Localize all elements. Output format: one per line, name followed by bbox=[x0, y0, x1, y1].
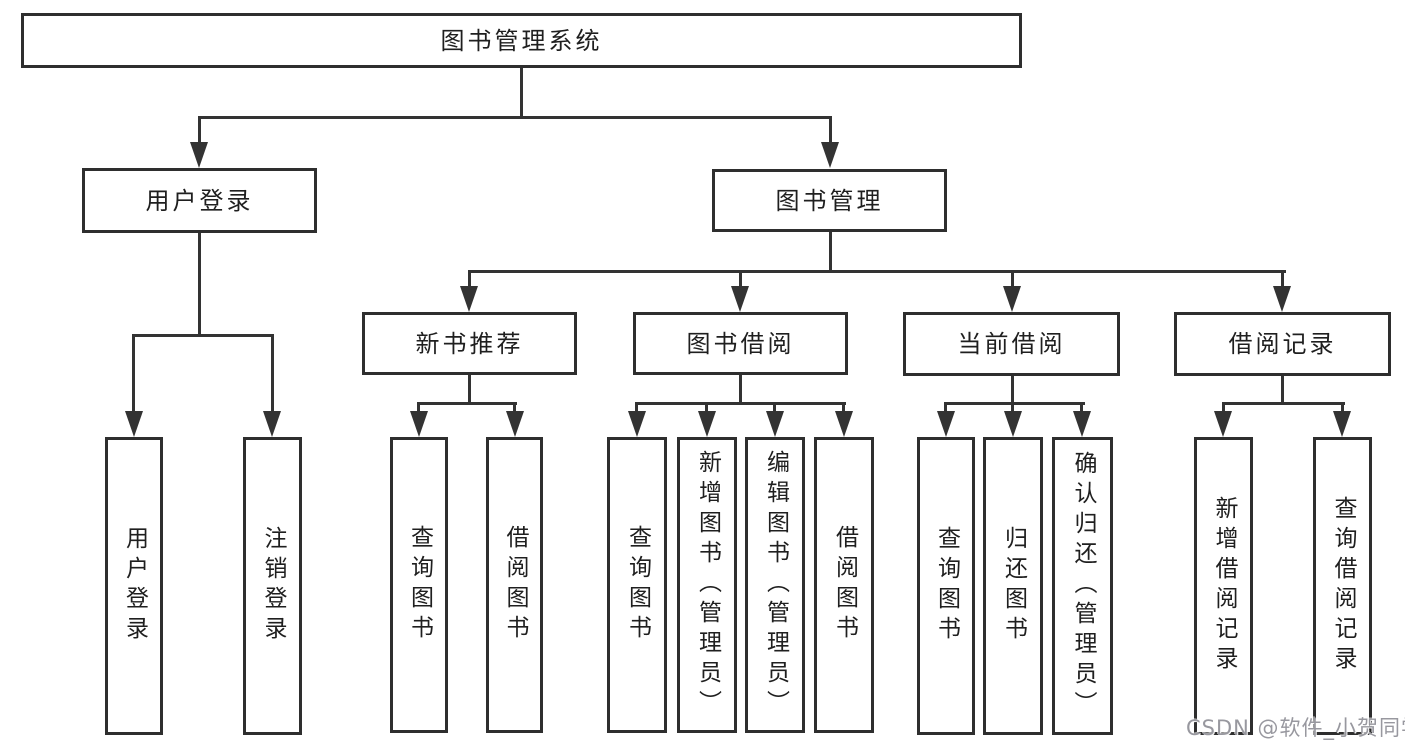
arrowhead-current-borrow bbox=[1003, 286, 1021, 312]
node-book-management: 图书管理 bbox=[712, 169, 947, 232]
connector-newbook-rail bbox=[417, 402, 517, 405]
leaf-query-borrow-record: 查询借阅记录 bbox=[1313, 437, 1372, 735]
connector-arrow-line bbox=[198, 116, 201, 146]
node-new-book-recommend: 新书推荐 bbox=[362, 312, 577, 375]
connector-arrow-line bbox=[705, 402, 708, 413]
connector-borrowrecord-rail bbox=[1222, 402, 1345, 405]
node-root-library-system: 图书管理系统 bbox=[21, 13, 1022, 68]
connector-level2-rail bbox=[198, 116, 832, 119]
connector-arrow-line bbox=[132, 334, 135, 414]
connector-borrowrecord-stub bbox=[1281, 376, 1284, 404]
connector-arrow-line bbox=[1011, 270, 1014, 288]
connector-bookborrow-rail bbox=[635, 402, 846, 405]
connector-arrow-line bbox=[842, 402, 845, 413]
csdn-watermark: CSDN @软件_小贺同学 bbox=[1186, 716, 1405, 740]
arrowhead-book-borrow bbox=[731, 286, 749, 312]
arrowhead-leaf-confirm-return bbox=[1073, 411, 1091, 437]
arrowhead-borrow-records bbox=[1273, 286, 1291, 312]
leaf-borrow-books-recommend: 借阅图书 bbox=[486, 437, 543, 733]
leaf-user-login: 用户登录 bbox=[105, 437, 163, 735]
connector-root-stub bbox=[520, 68, 523, 119]
node-book-borrow: 图书借阅 bbox=[633, 312, 848, 375]
connector-arrow-line bbox=[468, 270, 471, 288]
connector-arrow-line bbox=[513, 402, 516, 413]
connector-bookborrow-stub bbox=[739, 375, 742, 404]
connector-arrow-line bbox=[271, 334, 274, 414]
connector-arrow-line bbox=[1011, 402, 1014, 413]
arrowhead-leaf-return-books bbox=[1004, 411, 1022, 437]
leaf-return-books: 归还图书 bbox=[983, 437, 1043, 735]
node-current-borrow: 当前借阅 bbox=[903, 312, 1120, 376]
connector-arrow-line bbox=[829, 116, 832, 146]
connector-currentborrow-rail bbox=[944, 402, 1085, 405]
leaf-confirm-return-admin: 确认归还（管理员） bbox=[1052, 437, 1113, 735]
leaf-borrow-books: 借阅图书 bbox=[814, 437, 874, 733]
leaf-query-books-borrow: 查询图书 bbox=[607, 437, 667, 733]
connector-arrow-line bbox=[773, 402, 776, 413]
arrowhead-leaf-query-books-2 bbox=[628, 411, 646, 437]
node-borrow-records: 借阅记录 bbox=[1174, 312, 1391, 376]
connector-arrow-line bbox=[635, 402, 638, 413]
connector-arrow-line bbox=[1080, 402, 1083, 413]
arrowhead-leaf-query-record bbox=[1333, 411, 1351, 437]
connector-arrow-line bbox=[1281, 270, 1284, 288]
arrowhead-book-management bbox=[821, 142, 839, 168]
connector-level3-rail bbox=[468, 270, 1286, 273]
connector-newbook-stub bbox=[468, 375, 471, 404]
leaf-logout: 注销登录 bbox=[243, 437, 302, 735]
connector-arrow-line bbox=[944, 402, 947, 413]
arrowhead-leaf-user-login bbox=[125, 411, 143, 437]
leaf-edit-books-admin: 编辑图书（管理员） bbox=[745, 437, 805, 733]
connector-arrow-line bbox=[1222, 402, 1225, 413]
arrowhead-leaf-logout bbox=[263, 411, 281, 437]
connector-userlogin-stub bbox=[198, 233, 201, 337]
leaf-query-books-recommend: 查询图书 bbox=[390, 437, 448, 733]
arrowhead-leaf-borrow-books bbox=[506, 411, 524, 437]
arrowhead-user-login bbox=[190, 142, 208, 168]
leaf-add-books-admin: 新增图书（管理员） bbox=[677, 437, 737, 733]
connector-arrow-line bbox=[417, 402, 420, 413]
connector-userlogin-rail bbox=[132, 334, 274, 337]
arrowhead-leaf-edit-books bbox=[766, 411, 784, 437]
arrowhead-new-book-recommend bbox=[460, 286, 478, 312]
arrowhead-leaf-query-books bbox=[410, 411, 428, 437]
leaf-add-borrow-record: 新增借阅记录 bbox=[1194, 437, 1253, 735]
connector-currentborrow-stub bbox=[1011, 376, 1014, 404]
node-user-login: 用户登录 bbox=[82, 168, 317, 233]
leaf-query-books-current: 查询图书 bbox=[917, 437, 975, 735]
connector-arrow-line bbox=[739, 270, 742, 288]
arrowhead-leaf-borrow-books-2 bbox=[835, 411, 853, 437]
arrowhead-leaf-add-books bbox=[698, 411, 716, 437]
arrowhead-leaf-query-books-3 bbox=[937, 411, 955, 437]
connector-bookmgmt-stub bbox=[829, 232, 832, 273]
arrowhead-leaf-add-record bbox=[1214, 411, 1232, 437]
connector-arrow-line bbox=[1341, 402, 1344, 413]
